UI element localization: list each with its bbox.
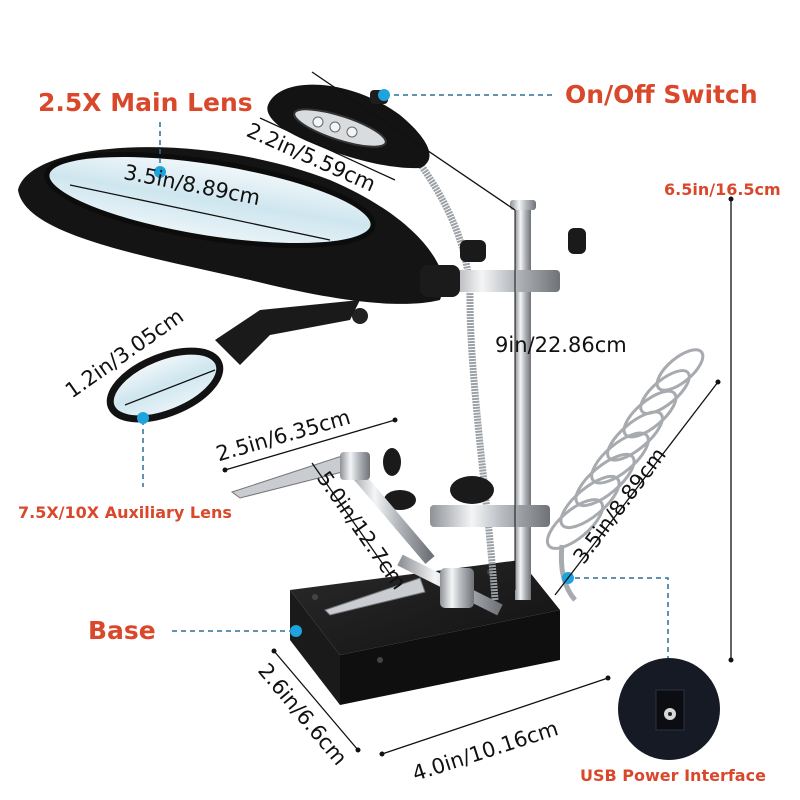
switch-callout: On/Off Switch [565,80,758,109]
gooseneck-illustration [407,147,499,601]
callout-leaders [142,94,669,658]
dimension-endpoints [222,196,734,757]
usb-callout: USB Power Interface [580,766,766,785]
gooseneck-dimension: 9in/22.86cm [495,333,627,357]
solder-holder-illustration [545,348,705,602]
main-post-illustration [510,200,536,600]
usb-port-inset [618,658,720,760]
lower-clamp-illustration [383,448,550,527]
main-magnifier-illustration [18,147,460,324]
dimension-lines [69,71,732,755]
led-lamp-illustration [267,84,430,169]
upper-clamp-illustration [440,228,586,292]
alligator-clips-illustration [230,452,503,616]
base-callout: Base [88,616,156,645]
aux-lens-callout: 7.5X/10X Auxiliary Lens [18,503,232,522]
height-callout: 6.5in/16.5cm [664,180,781,199]
callout-markers [137,89,574,637]
aux-magnifier-illustration [106,300,360,423]
main-lens-callout: 2.5X Main Lens [38,88,253,117]
